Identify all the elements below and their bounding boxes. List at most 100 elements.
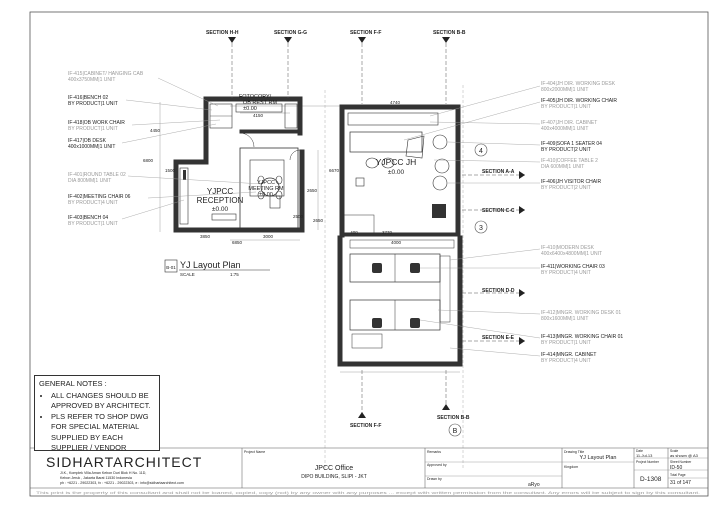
dim-text: 3000 xyxy=(263,234,274,239)
grid-marker-label: 3 xyxy=(479,225,483,232)
dim-text: 6800 xyxy=(143,158,154,163)
tag-code: IF-409|SOFA 1 SEATER 04 xyxy=(541,141,602,147)
tag-spec: DIA 800MM|1 UNIT xyxy=(68,178,111,184)
dim-text: 4150 xyxy=(253,113,264,118)
drawing-title-label: Drawing Title xyxy=(564,450,584,454)
tag-spec: BY PRODUCT|1 UNIT xyxy=(68,101,118,107)
sheet-no: ID-50 xyxy=(670,465,682,471)
drawn-by: aRyo xyxy=(528,482,540,488)
sheet-frame xyxy=(29,11,709,497)
room-level: ±0.00 xyxy=(259,192,273,198)
drawing-title: YJ Layout Plan xyxy=(580,455,617,461)
room-name: FOTOCOPY/ xyxy=(239,94,272,100)
tag-code: IF-406|JH VISITOR CHAIR xyxy=(541,179,601,185)
project-sub: DIPO BUILDING, SLIPI - JKT xyxy=(301,474,367,480)
firm-address: Kebon Jeruk , Jakarta Barat 11530 Indone… xyxy=(60,476,132,480)
scale-label: Scale xyxy=(670,449,678,453)
room-name: OB REST RM xyxy=(243,100,278,106)
right-furniture-tags: IF-404|JH DIR. WORKING DESK 800x2000MM|1… xyxy=(541,81,623,364)
tag-spec: BY PRODUCT|1 UNIT xyxy=(541,104,591,110)
firm-contact: ph : +6221 - 29022303, fx : +6221 - 2902… xyxy=(60,481,184,485)
tag-spec: BY PRODUCT|2 UNIT xyxy=(541,147,591,153)
dim-text: 400 xyxy=(350,230,358,235)
tag-code: IF-411|WORKING CHAIR 03 xyxy=(541,264,605,270)
room-level: ±0.00 xyxy=(212,206,229,213)
room-level: ±0.00 xyxy=(243,106,257,112)
notes-list: ALL CHANGES SHOULD BE APPROVED BY ARCHIT… xyxy=(39,391,155,454)
tag-code: IF-407|JH DIR. CABINET xyxy=(541,120,597,126)
dim-text: 4450 xyxy=(150,128,161,133)
section-label: SECTION F-F xyxy=(350,30,381,36)
tag-spec: BY PRODUCT|1 UNIT xyxy=(68,221,118,227)
project-no-label: Project Number xyxy=(636,460,660,464)
date-value: 11-Jul-13 xyxy=(636,453,653,458)
tag-code: IF-404|JH DIR. WORKING DESK xyxy=(541,81,616,87)
grid-marker-label: B xyxy=(453,428,458,435)
remarks-label: Remarks xyxy=(427,450,441,454)
dim-text: 2650 xyxy=(313,218,324,223)
general-notes: GENERAL NOTES : ALL CHANGES SHOULD BE AP… xyxy=(34,375,160,454)
tag-code: IF-415|CABINET/ HANGING CAB xyxy=(68,71,144,77)
view-code: B-01 xyxy=(166,265,176,270)
page-value: 31 of 147 xyxy=(670,480,691,486)
tag-code: IF-410|MODERN DESK xyxy=(541,245,595,251)
view-title-block: B-01 YJ Layout Plan SCALE 1:75 xyxy=(164,259,270,277)
tag-code: IF-403|BENCH 04 xyxy=(68,215,108,221)
section-label: SECTION A-A xyxy=(482,169,515,175)
tag-spec: BY PRODUCT|4 UNIT xyxy=(541,270,591,276)
tag-code: IF-412|MNGR. WORKING DESK 01 xyxy=(541,310,621,316)
tag-spec: 800x2000MM|1 UNIT xyxy=(541,87,588,93)
date-label: Date xyxy=(636,449,643,453)
section-label: SECTION G-G xyxy=(274,30,307,36)
stamp-text: Kingdom xyxy=(564,465,578,469)
section-labels: SECTION H-H SECTION G-G SECTION F-F SECT… xyxy=(206,30,515,429)
room-labels: FOTOCOPY/ OB REST RM ±0.00 YJPCC MEETING… xyxy=(197,94,417,213)
firm-logo: SIDHARTARCHITECT xyxy=(46,454,202,470)
dim-text: 2650 xyxy=(307,188,318,193)
tag-spec: BY PRODUCT|1 UNIT xyxy=(541,340,591,346)
room-name: YJPCC xyxy=(257,180,275,186)
section-label: SECTION D-D xyxy=(482,288,515,294)
drawn-label: Drawn by xyxy=(427,477,442,481)
dim-text: 4000 xyxy=(391,240,402,245)
view-scale-value: 1:75 xyxy=(230,272,239,277)
tag-code: IF-414|MNGR. CABINET xyxy=(541,352,596,358)
dim-text: 3850 xyxy=(200,234,211,239)
tag-code: IF-417|OB DESK xyxy=(68,138,107,144)
tag-code: IF-402|MEETING CHAIR 06 xyxy=(68,194,131,200)
tag-spec: 400x1000MM|1 UNIT xyxy=(68,144,115,150)
tag-code: IF-401|ROUND TABLE 02 xyxy=(68,172,126,178)
tag-spec: BY PRODUCT|1 UNIT xyxy=(68,126,118,132)
dim-text: 4740 xyxy=(390,100,401,105)
page-label: Total Page xyxy=(670,473,686,477)
note-item: ALL CHANGES SHOULD BE APPROVED BY ARCHIT… xyxy=(51,391,155,412)
floor-plan xyxy=(121,37,541,470)
title-block: SIDHARTARCHITECT Jl.K., Komplek Villa Am… xyxy=(30,447,708,495)
room-name: YJPCC JH xyxy=(376,157,417,167)
section-label: SECTION B-B xyxy=(433,30,466,36)
room-name: YJPCC xyxy=(207,187,233,196)
note-item: PLS REFER TO SHOP DWG FOR SPECIAL MATERI… xyxy=(51,412,155,454)
dimension-texts: 4740 4150 6670 2650 2500 3770 400 4000 3… xyxy=(143,100,402,245)
dim-text: 6670 xyxy=(329,168,340,173)
scale-value: as shown @ A3 xyxy=(670,453,699,458)
room-name: MEETING RM xyxy=(248,186,284,192)
tag-spec: 400x3750MM|1 UNIT xyxy=(68,77,115,83)
disclaimer-text: This print is the property of this consu… xyxy=(36,490,700,495)
tag-code: IF-416|BENCH 02 xyxy=(68,95,108,101)
tag-code: IF-405|JH DIR. WORKING CHAIR xyxy=(541,98,617,104)
section-label: SECTION B-B xyxy=(437,415,470,421)
tag-code: IF-410|COFFEE TABLE 2 xyxy=(541,158,598,164)
grid-markers: 4 3 B xyxy=(448,143,488,437)
project-name-label: Project Name xyxy=(244,450,265,454)
room-level: ±0.00 xyxy=(388,169,405,176)
approved-label: Approved by xyxy=(427,463,447,467)
tag-code: IF-418|OB WORK CHAIR xyxy=(68,120,125,126)
tag-spec: 800x1600MM|1 UNIT xyxy=(541,316,588,322)
tag-spec: BY PRODUCT|2 UNIT xyxy=(541,185,591,191)
firm-address: Jl.K., Komplek Villa Aman Kebon Duri Blo… xyxy=(60,471,146,475)
project-name: JPCC Office xyxy=(315,465,353,472)
grid-marker-label: 4 xyxy=(479,148,483,155)
tag-spec: BY PRODUCT|4 UNIT xyxy=(541,358,591,364)
notes-title: GENERAL NOTES : xyxy=(39,379,107,388)
